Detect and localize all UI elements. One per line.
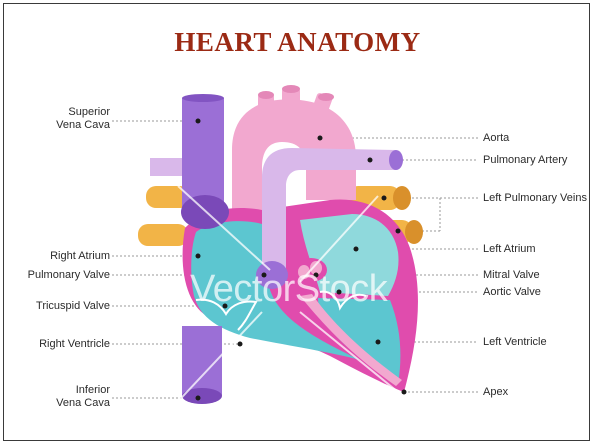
diagram-title: HEART ANATOMY <box>0 27 595 58</box>
label-superior-vena-cava: Superior Vena Cava <box>20 106 110 132</box>
label-pulmonary-valve: Pulmonary Valve <box>4 269 110 282</box>
label-line: Aorta <box>483 132 509 145</box>
label-line: Superior <box>20 106 110 119</box>
dot-inferior-vena-cava <box>196 396 201 401</box>
label-line: Vena Cava <box>20 397 110 410</box>
label-pulmonary-artery: Pulmonary Artery <box>483 154 567 167</box>
label-tricuspid-valve: Tricuspid Valve <box>6 300 110 313</box>
dot-pulmonary-artery <box>368 158 373 163</box>
label-apex: Apex <box>483 386 508 399</box>
label-aorta: Aorta <box>483 132 509 145</box>
label-left-ventricle: Left Ventricle <box>483 336 547 349</box>
label-line: Mitral Valve <box>483 269 540 282</box>
aorta <box>232 85 356 210</box>
label-line: Apex <box>483 386 508 399</box>
label-left-atrium: Left Atrium <box>483 243 536 256</box>
superior-vena-cava <box>182 98 224 210</box>
dot-superior-vena-cava <box>196 119 201 124</box>
dot-right-ventricle <box>238 342 243 347</box>
label-line: Pulmonary Valve <box>4 269 110 282</box>
dot-apex <box>402 390 407 395</box>
label-line: Aortic Valve <box>483 286 541 299</box>
dot-right-atrium <box>196 254 201 259</box>
label-aortic-valve: Aortic Valve <box>483 286 541 299</box>
label-line: Inferior <box>20 384 110 397</box>
label-line: Pulmonary Artery <box>483 154 567 167</box>
watermark-text: VectorStock <box>190 268 387 311</box>
dot-aorta <box>318 136 323 141</box>
label-right-ventricle: Right Ventricle <box>6 338 110 351</box>
label-line: Right Ventricle <box>6 338 110 351</box>
label-line: Tricuspid Valve <box>6 300 110 313</box>
pulmonary-artery-end <box>389 150 403 170</box>
dot-left-ventricle <box>376 340 381 345</box>
label-right-atrium: Right Atrium <box>10 250 110 263</box>
right-pulmonary-vein-lower <box>138 224 188 246</box>
label-left-pulmonary-veins: Left Pulmonary Veins <box>483 192 587 205</box>
label-line: Left Atrium <box>483 243 536 256</box>
dot-left-pulmonary-vein-upper <box>382 196 387 201</box>
label-line: Right Atrium <box>10 250 110 263</box>
label-inferior-vena-cava: Inferior Vena Cava <box>20 384 110 410</box>
label-mitral-valve: Mitral Valve <box>483 269 540 282</box>
label-line: Left Pulmonary Veins <box>483 192 587 205</box>
dot-left-pulmonary-vein-lower <box>396 229 401 234</box>
label-line: Left Ventricle <box>483 336 547 349</box>
label-line: Vena Cava <box>20 119 110 132</box>
dot-left-atrium <box>354 247 359 252</box>
